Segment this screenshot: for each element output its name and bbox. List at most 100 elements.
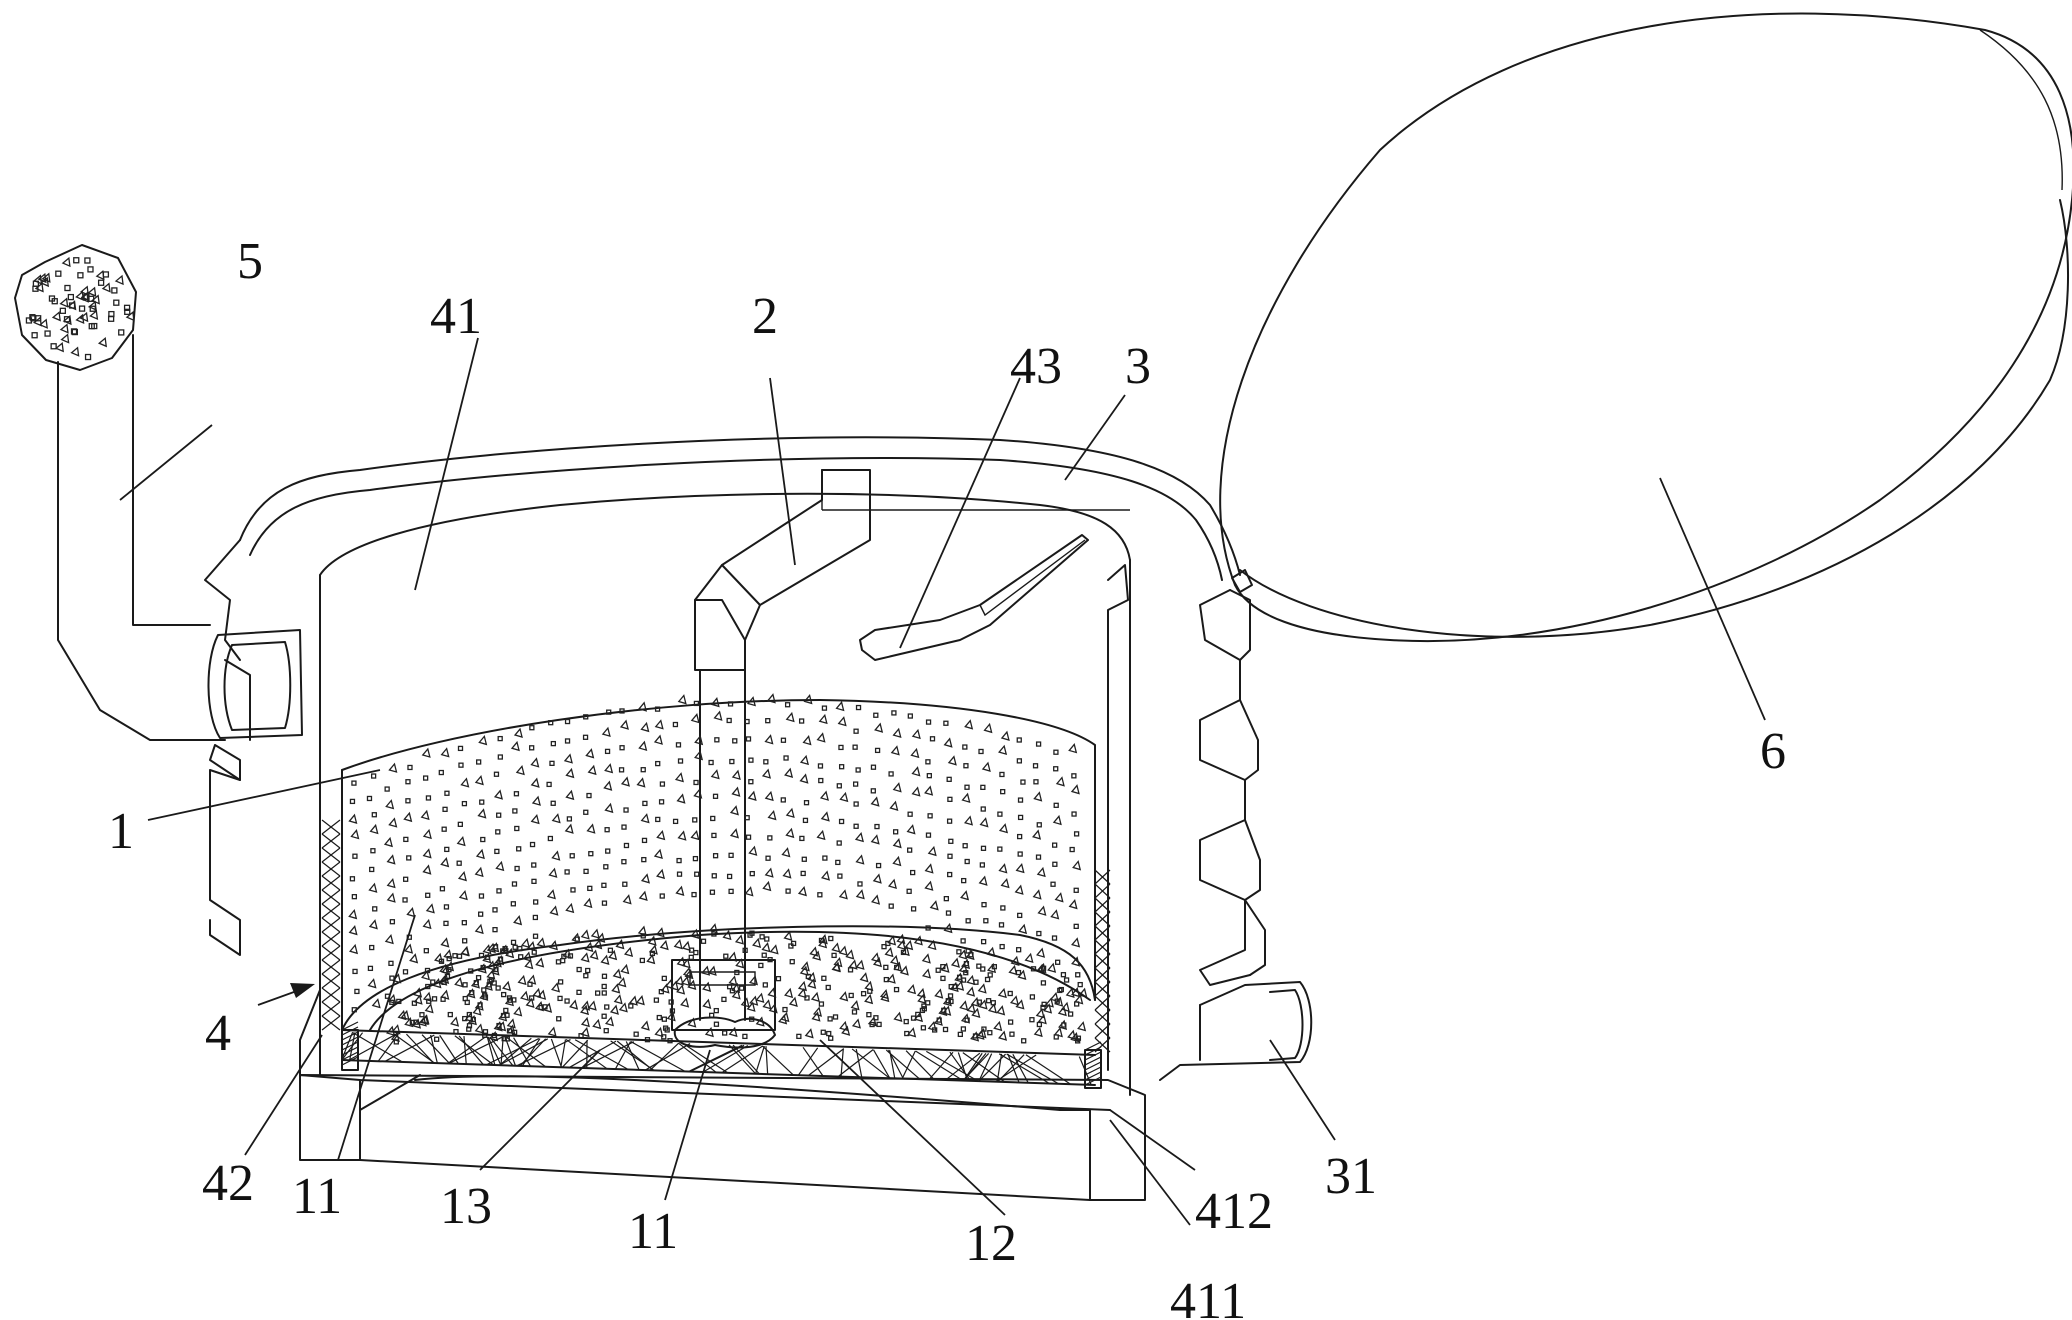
- texture-grain: [855, 854, 865, 865]
- texture-dot: [979, 862, 986, 868]
- knob-grain: [87, 286, 97, 297]
- texture-dot: [983, 918, 989, 924]
- texture-grain: [458, 889, 468, 901]
- texture-dot: [641, 856, 647, 863]
- seal-hatch-line: [1084, 1041, 1102, 1051]
- wall-mesh-strand: [1094, 869, 1111, 885]
- texture-dot: [1073, 887, 1079, 893]
- texture-grain: [482, 944, 492, 955]
- texture-grain: [802, 735, 812, 746]
- texture-grain: [835, 700, 845, 712]
- texture-dot: [1055, 959, 1061, 965]
- texture-grain: [502, 980, 512, 992]
- texture-grain: [978, 999, 988, 1010]
- texture-dot: [713, 1007, 719, 1014]
- texture-grain: [439, 963, 449, 975]
- texture-grain: [735, 958, 745, 969]
- texture-grain: [1054, 892, 1064, 903]
- texture-dot: [603, 1028, 609, 1034]
- texture-grain: [746, 1001, 756, 1012]
- mesh-strand: [926, 1050, 979, 1082]
- texture-dot: [619, 745, 625, 751]
- texture-dot: [661, 1034, 667, 1040]
- texture-grain: [580, 1016, 590, 1028]
- texture-dot: [964, 858, 970, 865]
- texture-grain: [731, 989, 741, 1000]
- texture-dot: [369, 944, 375, 951]
- texture-dot: [963, 763, 969, 769]
- texture-dot: [443, 920, 449, 927]
- texture-dot: [726, 873, 733, 880]
- texture-dot: [837, 873, 843, 879]
- texture-dot: [649, 950, 656, 957]
- texture-dot: [482, 1029, 489, 1035]
- texture-dot: [423, 948, 429, 954]
- texture-grain: [583, 897, 593, 909]
- texture-dot: [728, 888, 734, 895]
- seal-hatch-line: [341, 1036, 359, 1046]
- texture-grain: [893, 1011, 903, 1022]
- mesh-strand: [1012, 1053, 1029, 1084]
- texture-dot: [492, 927, 498, 933]
- seal-hatch-line: [341, 1056, 359, 1066]
- texture-grain: [590, 928, 600, 939]
- texture-grain: [987, 1003, 998, 1014]
- texture-dot: [406, 855, 412, 861]
- seal-hatch-line: [341, 1031, 359, 1041]
- mesh-strand: [755, 1045, 765, 1074]
- texture-grain: [702, 981, 712, 992]
- texture-dot: [960, 938, 966, 944]
- texture-grain: [1036, 866, 1046, 878]
- texture-grain: [596, 932, 606, 943]
- texture-dot: [1053, 749, 1059, 755]
- wall-mesh-strand: [1094, 1023, 1111, 1039]
- texture-dot: [980, 939, 987, 945]
- texture-dot: [860, 991, 867, 997]
- texture-grain: [653, 734, 663, 745]
- texture-dot: [948, 838, 954, 844]
- wall-mesh-strand: [321, 1015, 341, 1031]
- texture-dot: [497, 956, 504, 962]
- texture-dot: [745, 736, 752, 742]
- texture-dot: [402, 969, 409, 975]
- texture-grain: [729, 828, 739, 839]
- mesh-strand: [837, 1049, 874, 1077]
- texture-dot: [452, 953, 458, 959]
- knob-grain: [125, 310, 135, 322]
- texture-dot: [531, 862, 537, 868]
- texture-grain: [638, 890, 648, 901]
- texture-grain: [460, 946, 470, 957]
- knob-grain: [64, 284, 71, 292]
- knob-grain: [90, 294, 100, 305]
- texture-dot: [1017, 797, 1024, 803]
- texture-dot: [352, 968, 358, 975]
- mesh-strand: [560, 1039, 567, 1068]
- texture-grain: [855, 959, 865, 970]
- texture-grain: [854, 831, 864, 843]
- texture-grain: [472, 1005, 482, 1016]
- texture-dot: [672, 721, 679, 728]
- mesh-strand: [762, 1045, 794, 1076]
- knob-5: [14, 244, 226, 741]
- texture-dot: [389, 975, 395, 981]
- texture-dot: [456, 953, 463, 959]
- texture-dot: [462, 995, 468, 1002]
- texture-dot: [586, 792, 592, 799]
- texture-dot: [564, 718, 571, 725]
- texture-grain: [710, 769, 720, 780]
- texture-grain: [406, 907, 416, 918]
- texture-grain: [348, 908, 358, 920]
- texture-grain: [740, 997, 750, 1008]
- texture-dot: [621, 859, 627, 865]
- texture-dot: [693, 700, 700, 707]
- texture-grain: [979, 817, 989, 828]
- texture-grain: [998, 863, 1008, 874]
- texture-grain: [838, 889, 848, 900]
- texture-grain: [350, 829, 360, 840]
- mesh-strand: [406, 1033, 435, 1064]
- mesh-strand: [430, 1034, 438, 1064]
- texture-grain: [619, 719, 629, 730]
- texture-dot: [672, 818, 679, 825]
- texture-grain: [1018, 923, 1028, 935]
- texture-grain: [848, 959, 858, 970]
